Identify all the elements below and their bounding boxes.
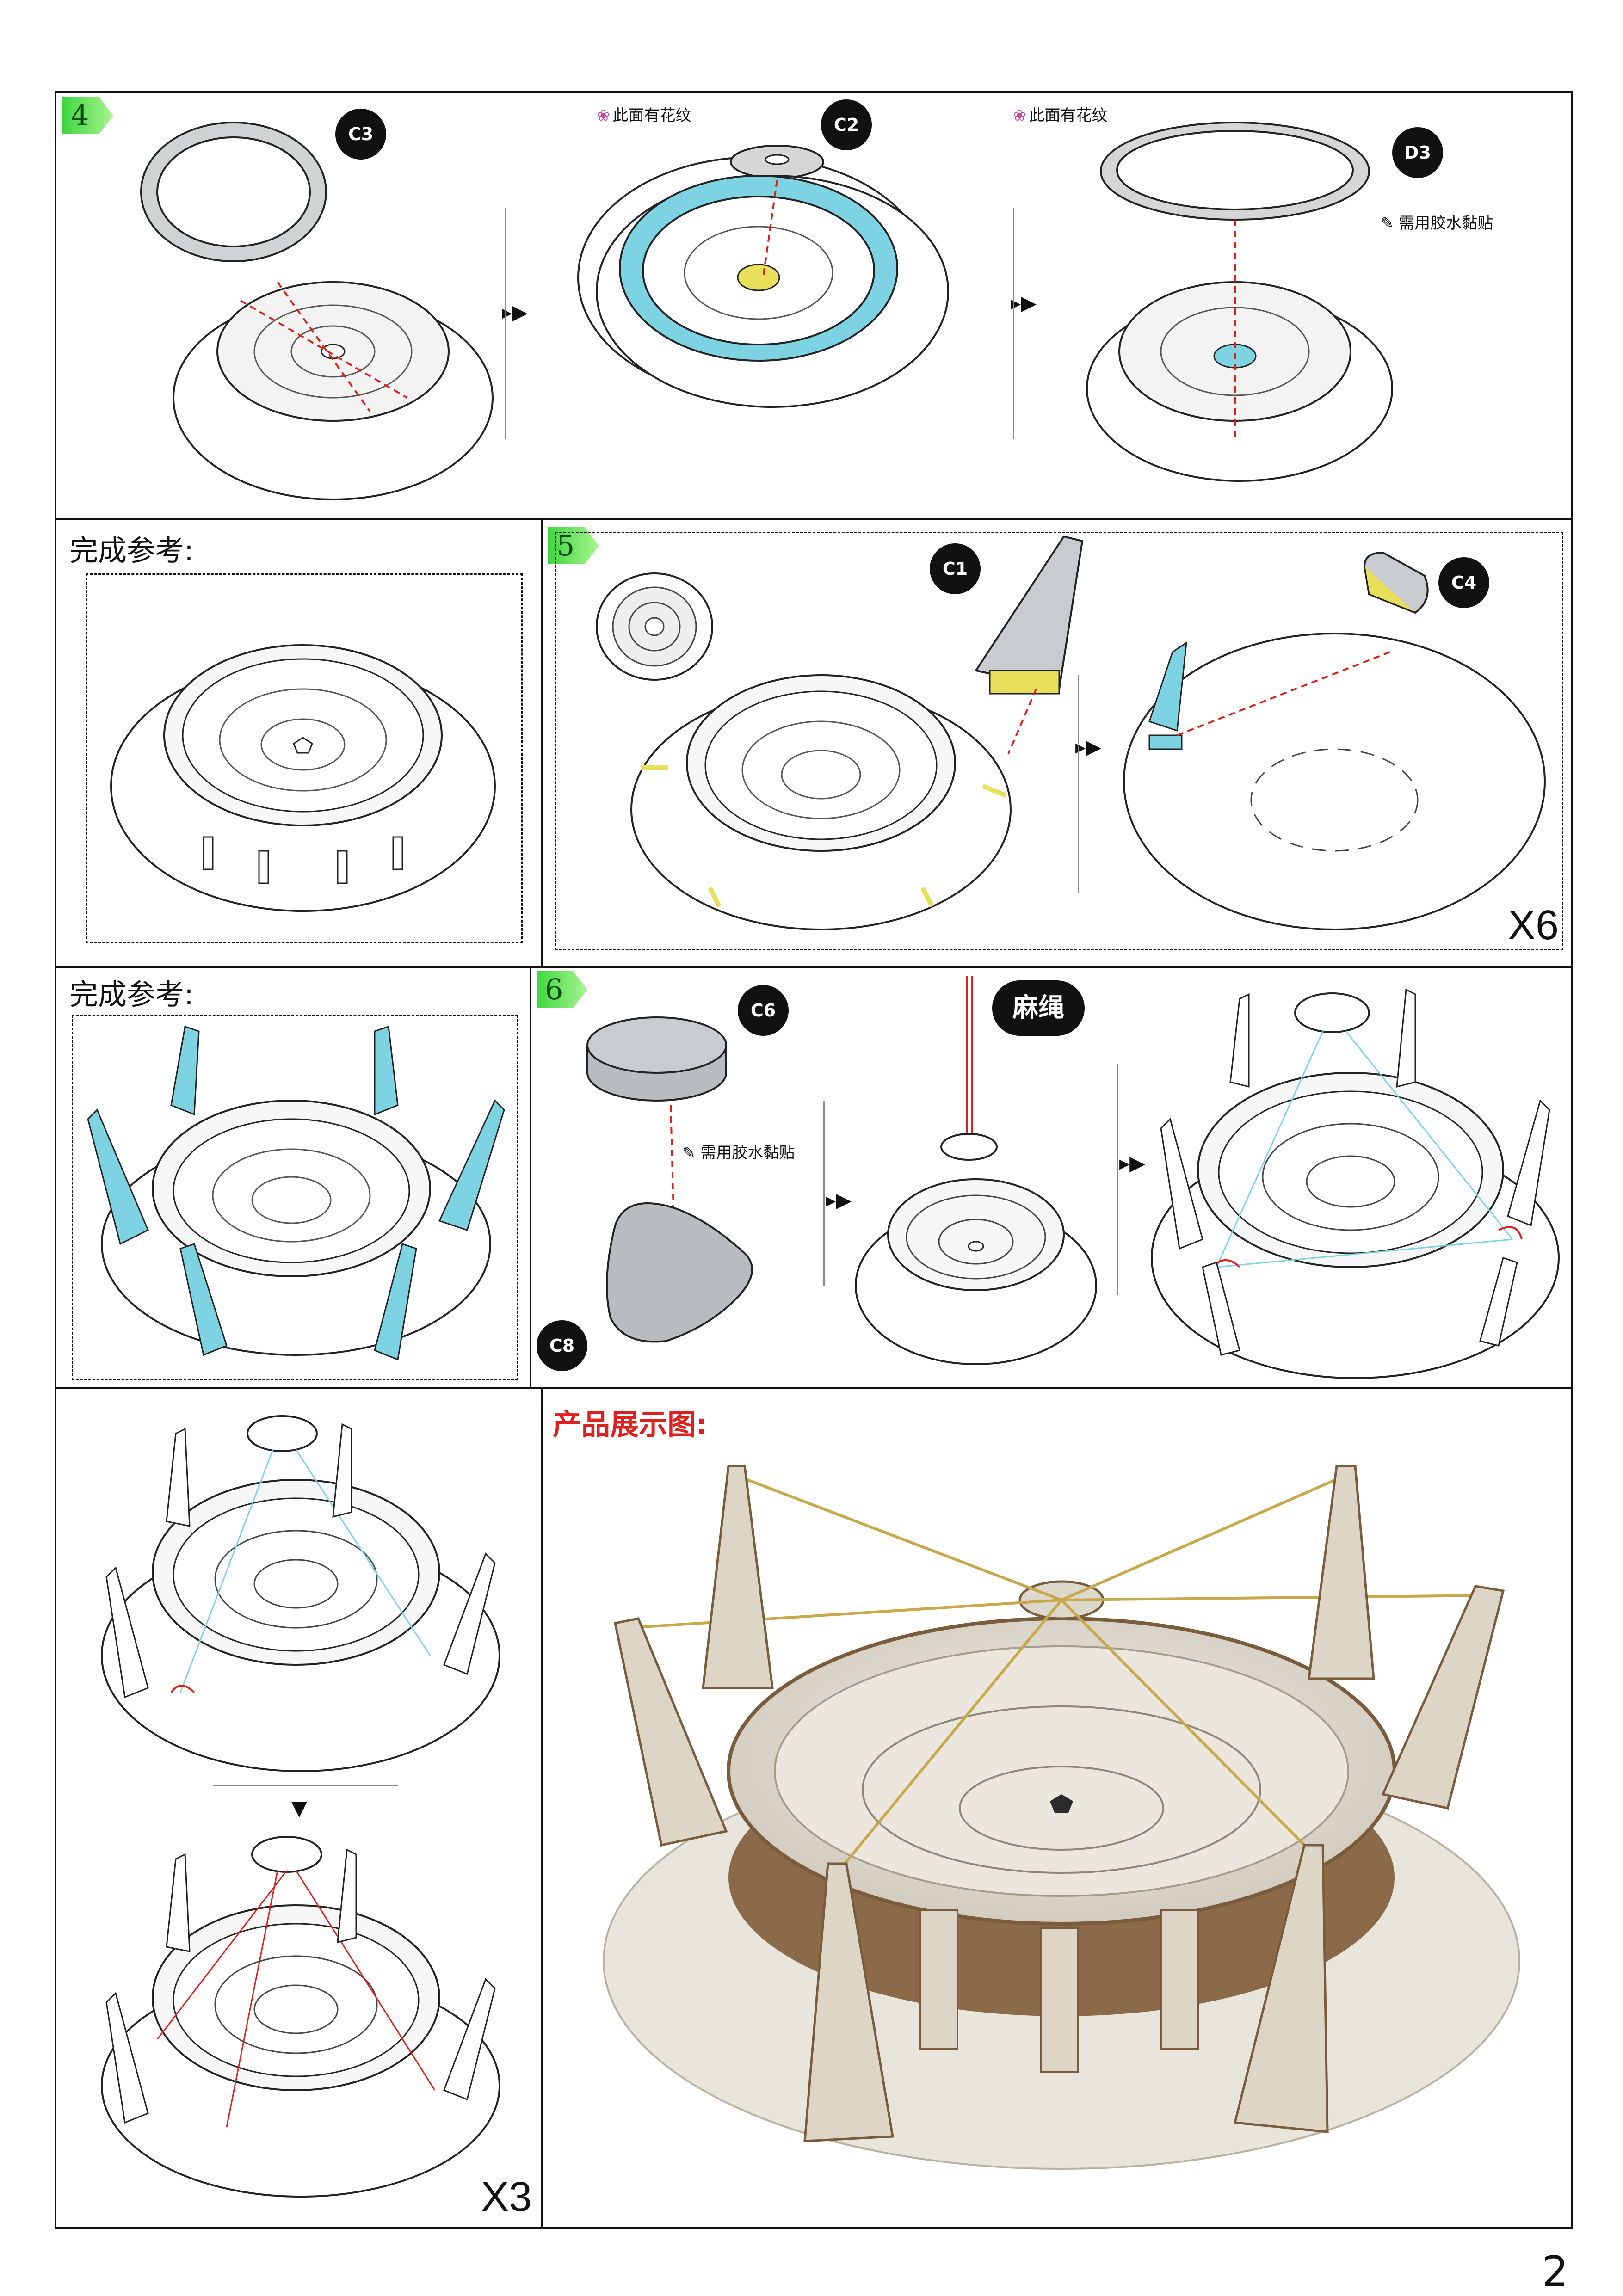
reference-dish-2 xyxy=(87,1025,505,1361)
part-c6-disc xyxy=(586,1016,727,1102)
glue-tube-icon-2: ✎ xyxy=(682,1144,696,1162)
glue-note-step6-text: 需用胶水黏贴 xyxy=(700,1144,795,1162)
step4-sep-1 xyxy=(505,208,506,439)
part-c1-tower xyxy=(974,535,1084,754)
arrow-step6-b: ▸▶ xyxy=(1119,1151,1145,1175)
reference-heading-2: 完成参考: xyxy=(69,978,194,1011)
reference-heading-1: 完成参考: xyxy=(69,534,194,567)
arrow-step6-a: ▸▶ xyxy=(826,1188,852,1212)
product-heading: 产品展示图: xyxy=(553,1408,708,1441)
step4-cyan-ring-dish xyxy=(577,145,949,408)
step6-sep-1 xyxy=(823,1101,825,1286)
step4-dish-base xyxy=(173,281,494,500)
step6-sep-2 xyxy=(1117,1064,1118,1295)
row-divider-3 xyxy=(55,1387,1573,1389)
label-c8: C8 xyxy=(537,1320,587,1371)
step5-dish xyxy=(630,674,1012,930)
page-frame xyxy=(55,91,1573,2229)
arrow-step5: ▸▶ xyxy=(1075,735,1101,759)
flower-icon: ❀ xyxy=(597,106,610,125)
label-d3: D3 xyxy=(1392,127,1443,178)
pattern-note-2: ❀此面有花纹 xyxy=(1013,103,1108,125)
label-rope: 麻绳 xyxy=(992,980,1085,1036)
bottom-left-multiplier: X3 xyxy=(481,2174,532,2220)
step5-sep xyxy=(1078,675,1079,893)
label-c6: C6 xyxy=(738,985,789,1036)
step5-base-plate xyxy=(1123,633,1546,930)
product-photo xyxy=(603,1465,1520,2170)
step5-box xyxy=(555,532,1563,950)
step5-multiplier: X6 xyxy=(1508,902,1559,948)
part-c8-plate xyxy=(606,1105,753,1343)
row-divider-2 xyxy=(55,966,1573,968)
step5-mini-dish xyxy=(596,572,713,681)
flower-icon-2: ❀ xyxy=(1013,106,1026,125)
step6-dish-with-rope xyxy=(855,976,1097,1365)
label-c1: C1 xyxy=(930,543,981,594)
glue-note-step6: ✎ 需用胶水黏贴 xyxy=(682,1140,795,1163)
col-divider-row2 xyxy=(541,518,543,966)
pattern-note-2-text: 此面有花纹 xyxy=(1029,106,1108,125)
pattern-note-1-text: 此面有花纹 xyxy=(612,106,691,125)
rope-step-divider xyxy=(213,1785,398,1786)
part-c4 xyxy=(1363,551,1429,614)
label-c2: C2 xyxy=(821,99,872,150)
reference-dish-1 xyxy=(110,644,496,912)
reference-box-1 xyxy=(86,573,523,943)
glue-note-step4-text: 需用胶水黏贴 xyxy=(1399,214,1493,233)
arrow-step4-b: ▸▶ xyxy=(1011,291,1037,315)
rope-step-lower xyxy=(101,1836,500,2198)
arrow-down-rope: ▼ xyxy=(291,1797,307,1820)
label-c3: C3 xyxy=(335,109,386,160)
step4-sep-2 xyxy=(1013,208,1014,439)
step4-ring-c3 xyxy=(140,122,327,262)
rope-step-upper xyxy=(101,1415,500,1772)
reference-box-2 xyxy=(72,1015,518,1380)
col-divider-row4 xyxy=(541,1387,543,2229)
step4-ring-d3-dish xyxy=(1086,122,1393,482)
label-c4: C4 xyxy=(1438,557,1489,608)
page-number: 2 xyxy=(1542,2247,1568,2296)
row-divider-1 xyxy=(55,518,1573,520)
glue-note-step4: ✎ 需用胶水黏贴 xyxy=(1381,210,1493,233)
step6-assembled-dish xyxy=(1151,988,1560,1379)
col-divider-row3 xyxy=(530,966,531,1387)
glue-tube-icon: ✎ xyxy=(1381,214,1394,233)
pattern-note-1: ❀此面有花纹 xyxy=(597,103,691,125)
